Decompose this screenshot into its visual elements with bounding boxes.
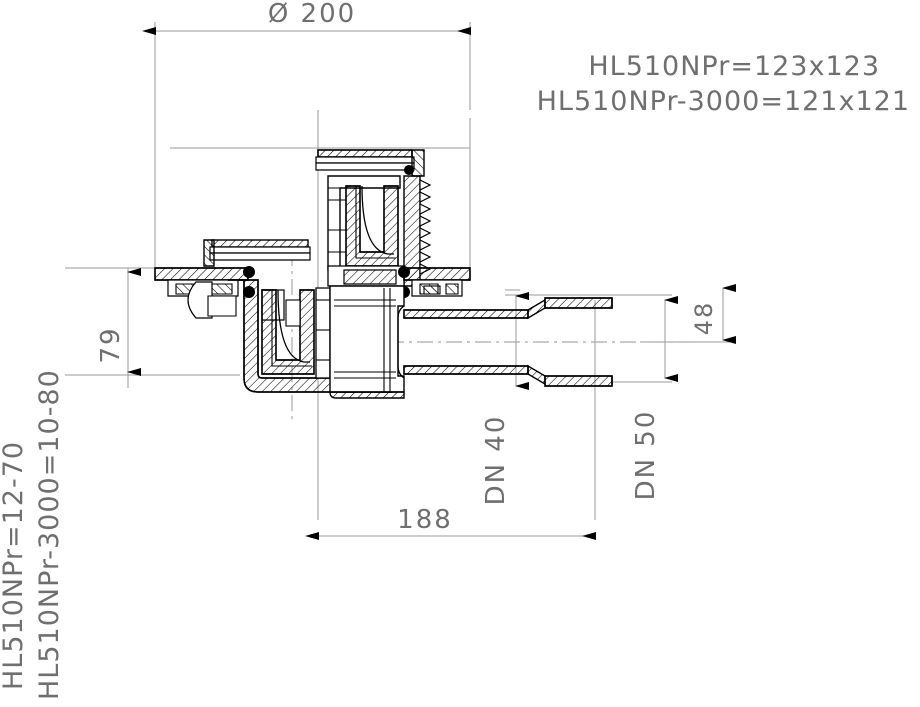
- dim-dn50-text: DN 50: [631, 410, 661, 501]
- flange-fastener-detail: [285, 285, 441, 327]
- dimension-length: 188: [305, 505, 596, 540]
- dimension-outlet-offset: 48: [690, 284, 736, 344]
- dimension-height: 79: [96, 268, 141, 376]
- dim-outlet-offset-text: 48: [690, 301, 718, 336]
- drain-assembly-drawing: [154, 149, 613, 399]
- top-grate-frame: [315, 149, 425, 177]
- dim-length-text: 188: [397, 505, 453, 535]
- dimension-dn50: DN 50: [631, 296, 678, 501]
- label-top-line1: HL510NPr=123x123: [588, 51, 880, 82]
- lower-seat-frame: [203, 239, 311, 267]
- outlet-pipe: [397, 297, 613, 387]
- upper-riser: [327, 175, 432, 287]
- dim-height-text: 79: [96, 326, 126, 363]
- label-left-line1: HL510NPr=12-70: [0, 441, 29, 690]
- dimension-top-diameter: Ø 200: [142, 0, 471, 35]
- dim-top-diameter-text: Ø 200: [268, 0, 356, 29]
- siphon-trap-body: [228, 279, 405, 399]
- label-top-line2: HL510NPr-3000=121x121: [537, 86, 910, 117]
- label-left-line2: HL510NPr-3000=10-80: [34, 369, 65, 700]
- dim-dn40-text: DN 40: [481, 415, 511, 506]
